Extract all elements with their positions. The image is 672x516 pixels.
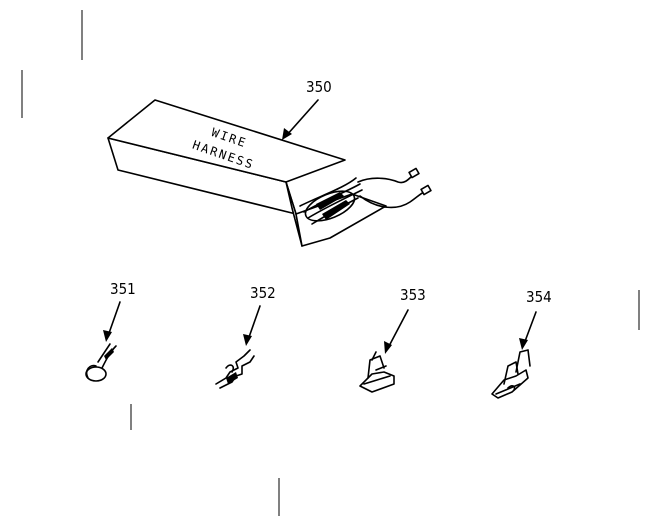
callout-354: 354 bbox=[526, 288, 552, 306]
callout-arrow-354 bbox=[519, 311, 537, 350]
callout-arrow-351 bbox=[103, 301, 121, 342]
terminal-352 bbox=[215, 349, 255, 389]
callout-350: 350 bbox=[306, 78, 332, 96]
callout-arrow-353 bbox=[384, 309, 409, 354]
coiled-wires bbox=[299, 177, 363, 225]
lead-wire-upper bbox=[357, 175, 413, 184]
box-top-face bbox=[107, 99, 346, 183]
wire-connector-upper bbox=[408, 167, 420, 179]
callout-arrow-352 bbox=[243, 305, 261, 346]
callout-352: 352 bbox=[250, 284, 276, 302]
scan-artifact-lines bbox=[21, 10, 640, 516]
callout-351: 351 bbox=[110, 280, 136, 298]
lead-wire-lower bbox=[359, 191, 425, 209]
wire-harness-box: WIRE HARNESS bbox=[107, 99, 432, 247]
callout-arrow-350 bbox=[282, 99, 319, 140]
terminal-351 bbox=[85, 343, 117, 382]
callout-353: 353 bbox=[400, 286, 426, 304]
terminal-354 bbox=[491, 349, 531, 399]
terminal-353 bbox=[359, 351, 395, 393]
wire-connector-lower bbox=[420, 184, 432, 196]
